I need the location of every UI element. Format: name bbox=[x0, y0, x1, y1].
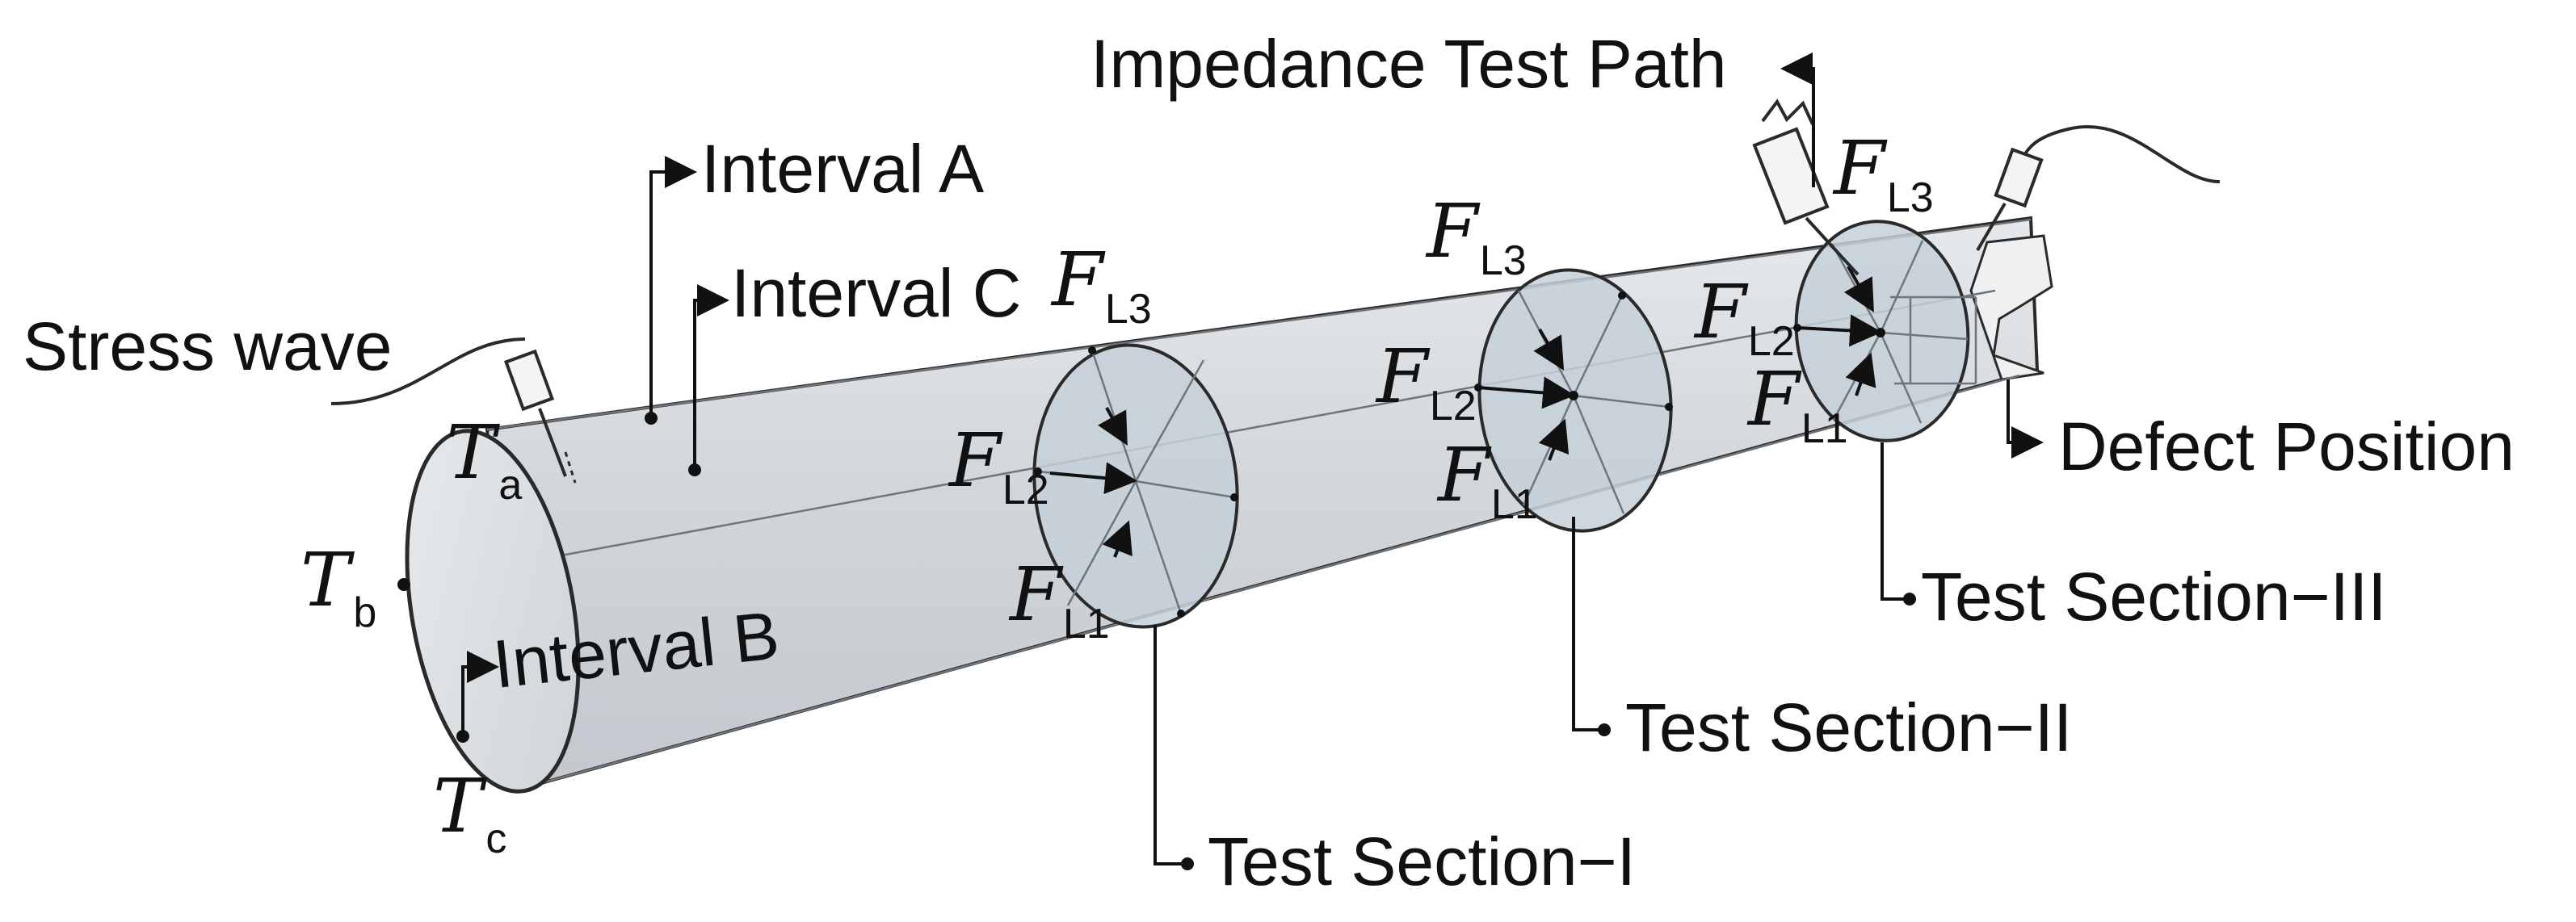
stress-wave-transducer bbox=[330, 337, 577, 484]
section3-fl1-label: FL1 bbox=[1746, 356, 1848, 452]
impedance-transducer-right bbox=[1976, 125, 2221, 252]
test-section-2-label: Test Section−II bbox=[1625, 689, 2072, 765]
pipe-near-end bbox=[405, 429, 581, 794]
interval-b-leader bbox=[461, 651, 499, 736]
test-section-3-leader bbox=[1881, 442, 1908, 601]
test-section-1-leader bbox=[1154, 625, 1186, 865]
ta-label: Ta bbox=[446, 409, 522, 509]
impedance-test-path-label: Impedance Test Path bbox=[1090, 26, 1727, 102]
defect-position-label: Defect Position bbox=[2058, 409, 2515, 484]
pipe-bottom-line bbox=[517, 374, 2020, 791]
tb-label: Tb bbox=[300, 537, 376, 636]
impedance-hammer bbox=[1752, 98, 1860, 276]
defect-leader bbox=[2007, 379, 2044, 459]
tb-point bbox=[397, 578, 410, 591]
pipe-far-end-cutaway bbox=[1969, 234, 2053, 381]
test-section-3-disc bbox=[1793, 220, 1977, 442]
test-section-2-leader bbox=[1572, 517, 1603, 731]
interval-a-leader bbox=[649, 156, 697, 418]
test-section-1-label: Test Section−I bbox=[1208, 824, 1636, 899]
test-section-2-disc bbox=[1474, 268, 1673, 533]
section1-fl3-label: FL3 bbox=[1050, 237, 1152, 333]
section3-fl3-label: FL3 bbox=[1832, 125, 1934, 221]
interval-c-label: Interval C bbox=[731, 255, 1021, 331]
tc-label: Tc bbox=[433, 763, 506, 862]
section1-fl2-label: FL2 bbox=[948, 417, 1049, 513]
interval-a-label: Interval A bbox=[701, 131, 984, 207]
impedance-leader bbox=[1780, 52, 1815, 187]
section2-fl1-label: FL1 bbox=[1436, 432, 1538, 528]
stress-wave-label: Stress wave bbox=[23, 308, 393, 384]
test-section-1-disc bbox=[1032, 343, 1239, 629]
test-section-3-label: Test Section−III bbox=[1921, 559, 2387, 635]
section2-fl2-label: FL2 bbox=[1375, 333, 1477, 430]
section3-fl2-label: FL2 bbox=[1693, 269, 1795, 365]
section2-fl3-label: FL3 bbox=[1425, 188, 1527, 284]
interval-c-leader bbox=[693, 284, 729, 470]
section1-fl1-label: FL1 bbox=[1008, 551, 1110, 647]
pipe-top-line bbox=[486, 218, 2032, 431]
